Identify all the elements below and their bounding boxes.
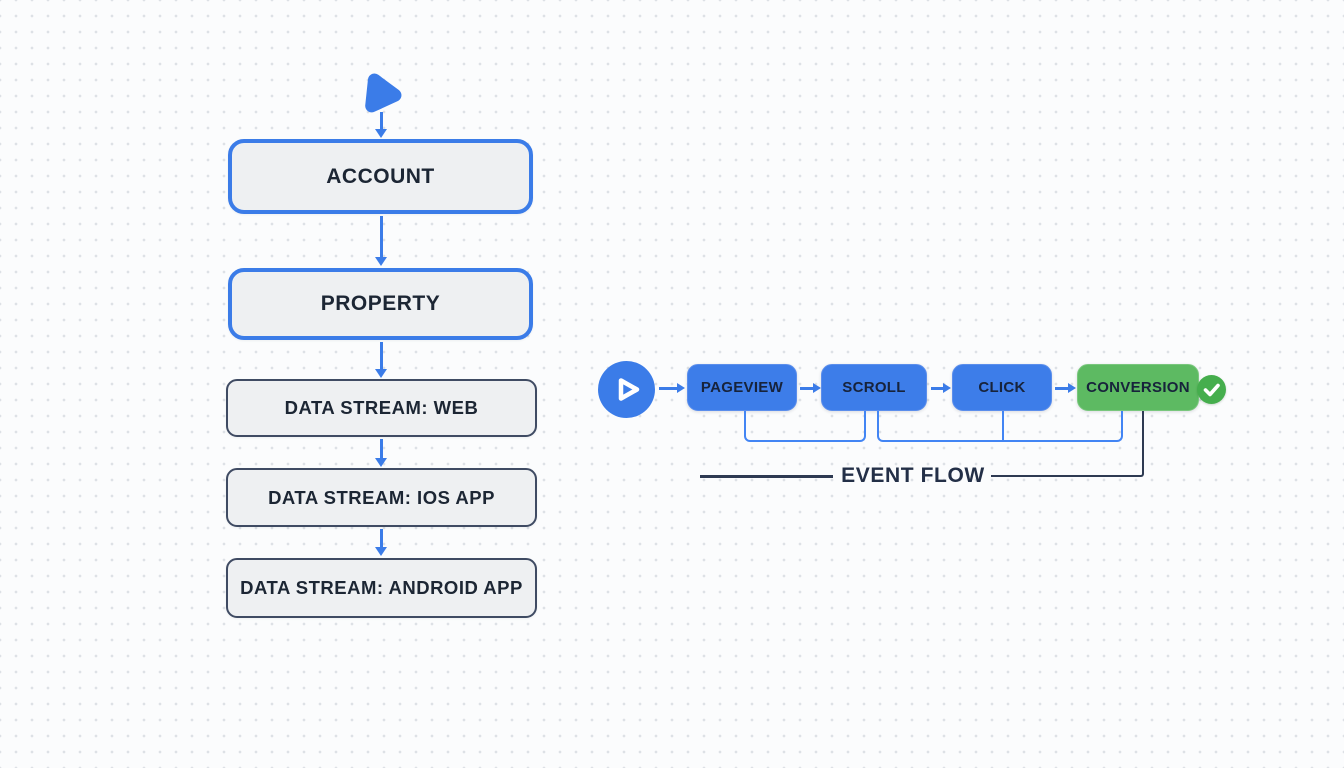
arrow-scroll-to-click <box>931 387 943 390</box>
arrow-start-to-pageview <box>659 387 677 390</box>
event-pageview-label: PAGEVIEW <box>700 379 784 396</box>
arrow-start-to-account <box>380 112 383 129</box>
caption-left-line <box>700 475 833 478</box>
node-data-stream-web-label: DATA STREAM: WEB <box>284 397 479 418</box>
node-property-label: PROPERTY <box>320 292 441 315</box>
arrow-pageview-to-scroll <box>800 387 813 390</box>
node-data-stream-web: DATA STREAM: WEB <box>226 379 537 437</box>
event-click: CLICK <box>952 364 1052 411</box>
checkmark-badge <box>1197 375 1226 404</box>
event-conversion-label: CONVERSION <box>1086 379 1190 396</box>
arrow-click-to-conversion <box>1055 387 1068 390</box>
event-scroll-label: SCROLL <box>842 379 906 396</box>
bracket-click-dropline <box>1002 411 1004 442</box>
event-conversion: CONVERSION <box>1077 364 1199 411</box>
event-flow-caption: EVENT FLOW <box>841 464 985 487</box>
arrow-property-to-web <box>380 342 383 369</box>
event-scroll: SCROLL <box>821 364 927 411</box>
arrow-ios-to-android <box>380 529 383 547</box>
node-account-label: ACCOUNT <box>326 164 435 188</box>
event-pageview: PAGEVIEW <box>687 364 797 411</box>
event-click-label: CLICK <box>978 379 1026 396</box>
node-account: ACCOUNT <box>228 139 533 214</box>
node-data-stream-ios-label: DATA STREAM: IOS APP <box>268 486 495 508</box>
bracket-pageview-scroll <box>744 411 866 442</box>
bracket-scroll-conversion <box>877 411 1123 442</box>
conversion-caption-connector <box>991 411 1144 477</box>
node-property: PROPERTY <box>228 268 533 340</box>
arrow-web-to-ios <box>380 439 383 458</box>
play-circle-icon <box>598 361 655 418</box>
node-data-stream-android: DATA STREAM: ANDROID APP <box>226 558 537 618</box>
node-data-stream-android-label: DATA STREAM: ANDROID APP <box>240 577 523 598</box>
node-data-stream-ios: DATA STREAM: IOS APP <box>226 468 537 527</box>
play-triangle-icon <box>358 68 409 121</box>
hierarchy-diagram: ACCOUNT PROPERTY DATA STREAM: WEB DATA S… <box>0 0 560 768</box>
arrow-account-to-property <box>380 216 383 257</box>
checkmark-icon <box>1203 383 1220 397</box>
event-flow-diagram: PAGEVIEW SCROLL CLICK CONVERSION EVENT F… <box>0 0 784 768</box>
